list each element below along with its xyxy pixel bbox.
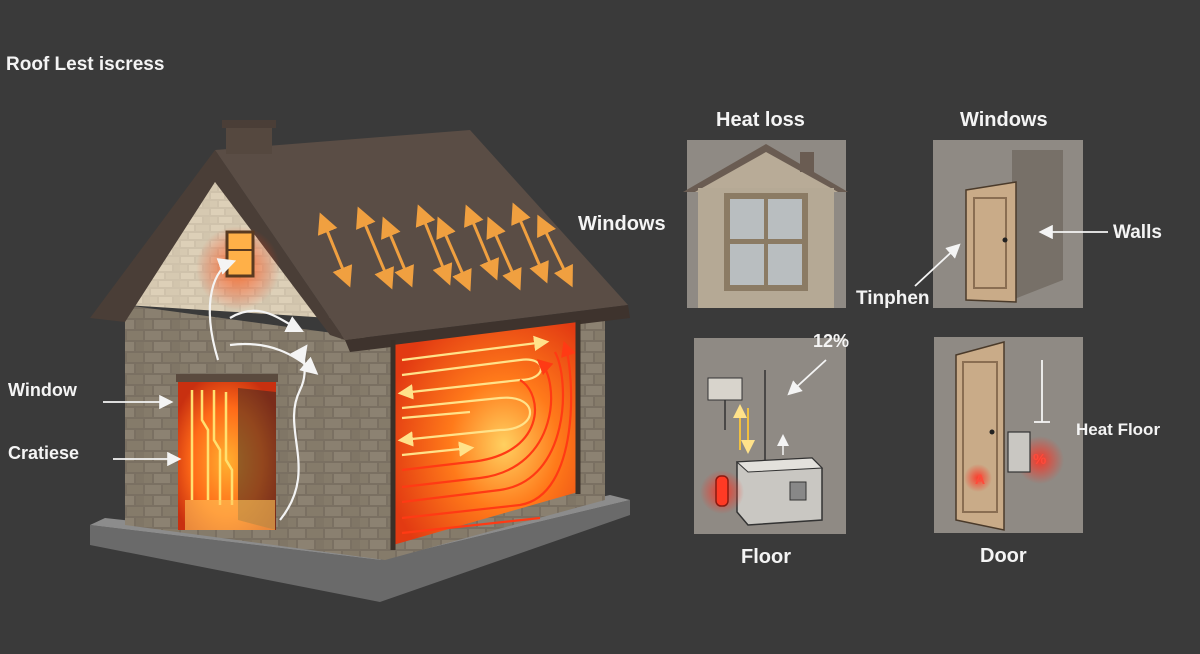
door-a-mark: A [975,471,986,487]
diagram-title: Roof Lest iscress [6,54,165,75]
cratiese-label: Cratiese [8,443,80,463]
attic-window [225,230,255,278]
walls-label: Walls [1113,222,1162,243]
house-illustration [90,120,630,602]
open-door [965,181,1017,303]
tinphen-pointer [914,243,961,287]
roof-heat-arrows [317,202,573,292]
windows-heading: Windows [960,109,1048,131]
window-label: Window [8,380,77,400]
heat-floor-label: Heat Floor [1076,420,1161,439]
percent-pointer [787,359,827,396]
windows-side-label: Windows [578,213,666,235]
doorway-heat-coils [190,390,234,505]
door-heater [1007,431,1031,473]
tinphen-label: Tinphen [856,288,930,309]
heat-flow-arrows [208,258,319,521]
panel-floor [694,338,846,534]
panel-heat-loss [683,140,848,308]
foundation-slab [90,500,630,602]
panel-windows-door [914,140,1108,308]
floor-heat-arrows [733,404,755,454]
wall-heat-arrows [397,335,576,535]
panel-door [934,337,1083,533]
heat-loss-heading: Heat loss [716,109,805,131]
chimney [226,124,272,154]
floor-caption: Floor [741,546,791,568]
door-caption: Door [980,545,1027,567]
door-percent-mark: % [1033,451,1047,468]
floor-percent-label: 12% [813,331,850,351]
heater-element [715,475,729,507]
